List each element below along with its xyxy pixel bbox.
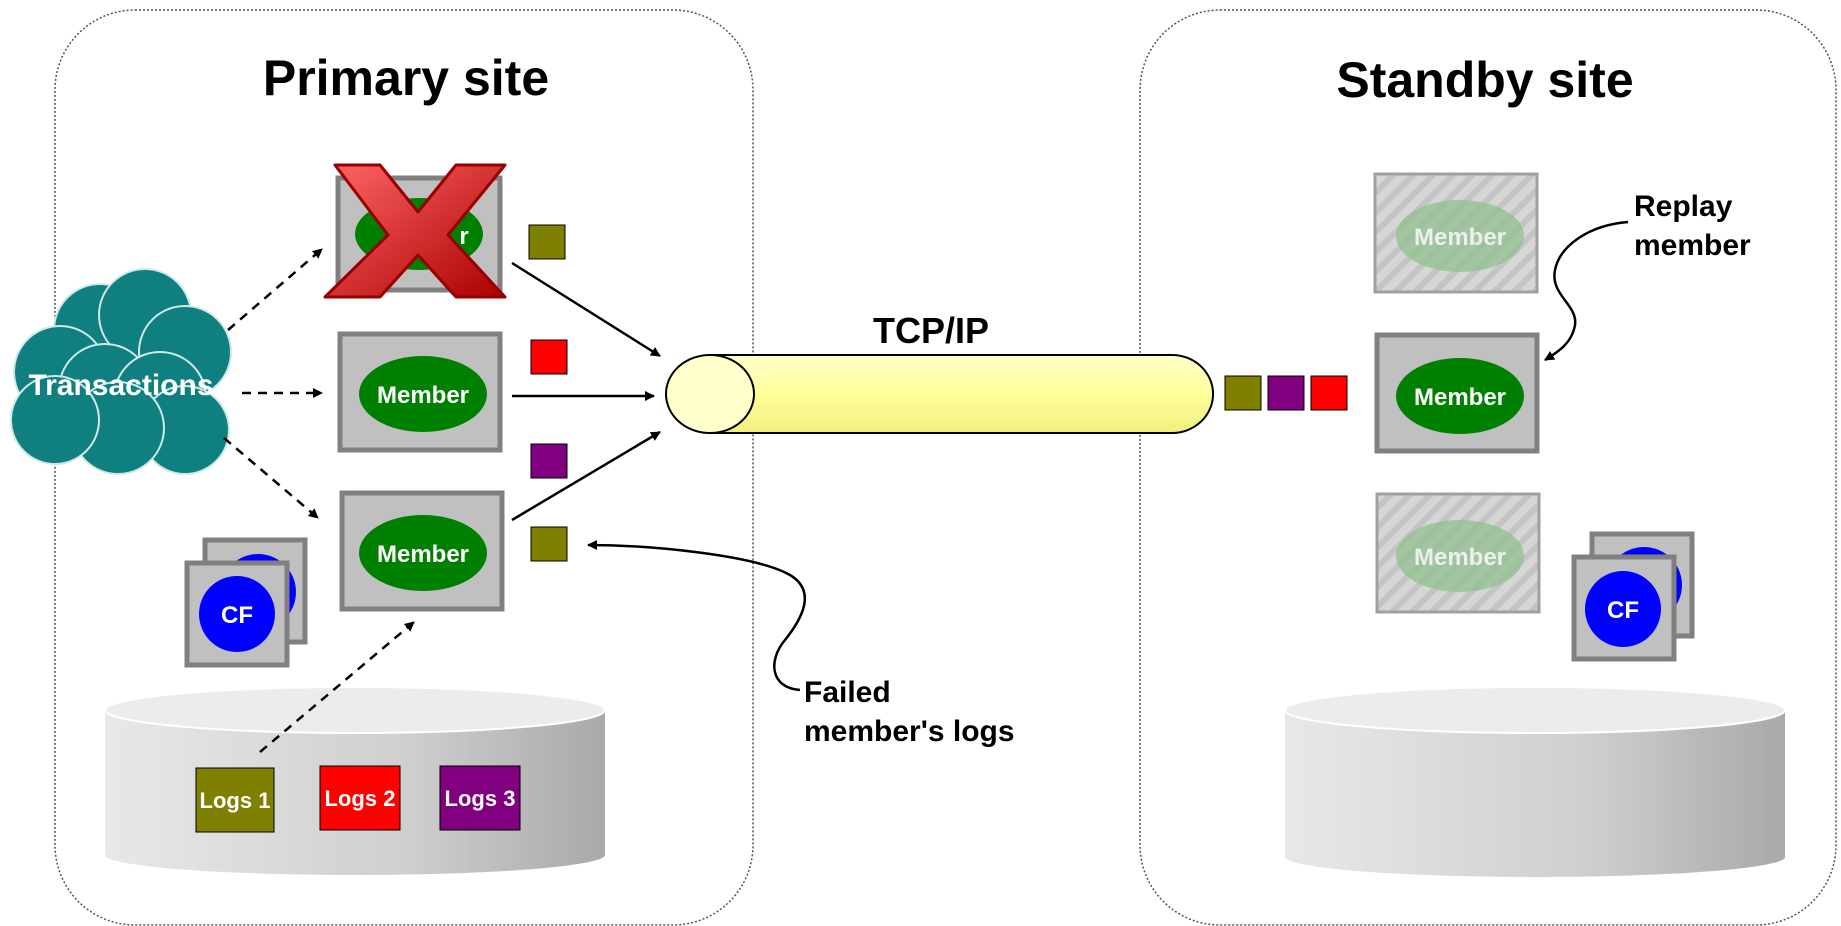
replay-annotation-line2: member bbox=[1634, 229, 1751, 262]
standby-log-block-red bbox=[1310, 375, 1348, 411]
logs-2-box: Logs 2 bbox=[319, 765, 401, 831]
member-3: Member bbox=[339, 490, 505, 612]
logs-2-rect bbox=[319, 765, 401, 831]
standby-site-title: Standby site bbox=[1336, 52, 1633, 108]
standby-log-block-olive bbox=[1224, 375, 1262, 411]
member-3-label: Member bbox=[377, 541, 469, 568]
standby-member-inactive-2-label: Member bbox=[1414, 544, 1506, 571]
logs-1-rect bbox=[195, 767, 275, 833]
standby-cf-label: CF bbox=[1607, 597, 1639, 624]
logs-1-label: Logs 1 bbox=[200, 788, 271, 813]
standby-member-inactive-1: Member bbox=[1373, 172, 1539, 294]
transactions-label: Transactions bbox=[28, 369, 213, 402]
solid-arrows bbox=[511, 261, 661, 522]
replay-callout-arrow bbox=[1544, 220, 1629, 362]
logs-3-label: Logs 3 bbox=[445, 786, 516, 811]
standby-log-block-purple bbox=[1267, 375, 1305, 411]
replay-member: Member bbox=[1374, 332, 1540, 454]
replay-annotation-line1: Replay bbox=[1634, 190, 1733, 223]
dashed-arrows bbox=[223, 248, 415, 753]
log-block-red bbox=[530, 339, 568, 375]
standby-cf: CF bbox=[1571, 554, 1677, 662]
primary-cf: CF bbox=[184, 560, 290, 668]
logs-2-label: Logs 2 bbox=[325, 786, 396, 811]
primary-site-title: Primary site bbox=[263, 50, 549, 106]
failed-annotation-line2: member's logs bbox=[804, 715, 1015, 748]
primary-cf-label: CF bbox=[221, 602, 253, 629]
log-block-purple bbox=[530, 443, 568, 479]
standby-member-inactive-1-label: Member bbox=[1414, 224, 1506, 251]
transactions-cloud bbox=[10, 268, 232, 475]
failed-annotation-line1: Failed bbox=[804, 676, 891, 709]
member-2-label: Member bbox=[377, 382, 469, 409]
tcpip-label: TCP/IP bbox=[873, 310, 989, 351]
logs-3-box: Logs 3 bbox=[439, 765, 521, 831]
standby-disk bbox=[1284, 686, 1786, 877]
failed-callout-arrow bbox=[587, 540, 807, 692]
failed-member-label: r bbox=[459, 223, 468, 250]
standby-member-inactive-2: Member bbox=[1375, 492, 1541, 614]
member-2: Member bbox=[337, 331, 503, 453]
logs-1-box: Logs 1 bbox=[195, 767, 275, 833]
log-block-olive-1 bbox=[528, 224, 566, 260]
log-block-olive-2 bbox=[530, 526, 568, 562]
logs-3-rect bbox=[439, 765, 521, 831]
replay-member-label: Member bbox=[1414, 384, 1506, 411]
tcpip-pipe bbox=[665, 354, 1214, 434]
failed-x-icon bbox=[323, 163, 507, 299]
